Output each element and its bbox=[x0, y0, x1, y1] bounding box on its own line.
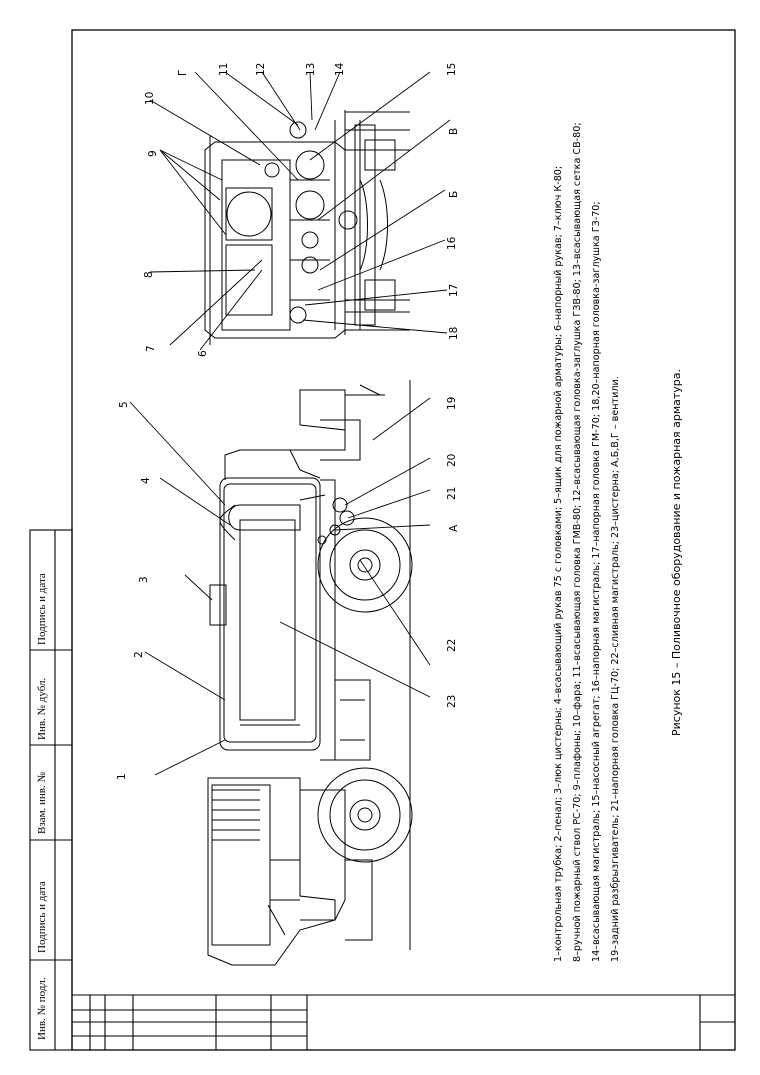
callout-21: 21 bbox=[446, 486, 458, 500]
callout-11: 11 bbox=[218, 62, 230, 76]
callout-14: 14 bbox=[334, 62, 346, 76]
stamp-label-podpis-1: Подпись и дата bbox=[36, 881, 48, 953]
figure-caption: Рисунок 15 – Поливочное оборудование и п… bbox=[670, 368, 683, 736]
callout-5: 5 bbox=[118, 401, 130, 408]
callout-19: 19 bbox=[446, 396, 458, 410]
callout-8: 8 bbox=[143, 271, 155, 278]
callout-23: 23 bbox=[446, 694, 458, 708]
callout-6: 6 bbox=[197, 350, 209, 357]
callout-18: 18 bbox=[448, 326, 460, 340]
stamp-column bbox=[29, 529, 73, 1051]
callout-17: 17 bbox=[448, 283, 460, 297]
callout-4: 4 bbox=[140, 477, 152, 484]
callout-20: 20 bbox=[446, 453, 458, 467]
title-block bbox=[72, 994, 735, 1050]
callout-3: 3 bbox=[138, 576, 150, 583]
callout-A: А bbox=[448, 524, 460, 532]
legend-line-3: 14–всасывающая магистраль; 15–насосный а… bbox=[591, 201, 602, 962]
callout-22: 22 bbox=[446, 638, 458, 652]
callout-13: 13 bbox=[305, 62, 317, 76]
legend-line-1: 1–контрольная трубка; 2–пенал; 3–люк цис… bbox=[553, 165, 564, 962]
legend-line-4: 19–задний разбрызгиватель; 21–напорная г… bbox=[610, 376, 621, 962]
callout-12: 12 bbox=[255, 62, 267, 76]
callout-G: Г bbox=[177, 69, 189, 76]
callout-1: 1 bbox=[116, 773, 128, 780]
callout-V: В bbox=[448, 127, 460, 135]
stamp-label-inv-podl: Инв. № подл. bbox=[36, 977, 48, 1040]
callout-B: Б bbox=[448, 190, 460, 198]
stamp-label-vzam-inv: Взам. инв. № bbox=[36, 772, 48, 834]
stamp-label-podpis-2: Подпись и дата bbox=[36, 573, 48, 645]
leader-lines bbox=[129, 71, 451, 776]
sheet-frame bbox=[71, 29, 736, 1051]
truck-side-view bbox=[207, 380, 413, 966]
callout-7: 7 bbox=[145, 345, 157, 352]
callout-9: 9 bbox=[147, 150, 159, 157]
legend-line-2: 8–ручной пожарный ствол РС-70; 9–плафоны… bbox=[572, 122, 583, 962]
stamp-label-inv-dubl: Инв. № дубл. bbox=[36, 677, 48, 740]
truck-rear-view bbox=[204, 110, 410, 345]
callout-10: 10 bbox=[144, 91, 156, 105]
callout-15: 15 bbox=[446, 62, 458, 76]
callout-16: 16 bbox=[446, 236, 458, 250]
callout-2: 2 bbox=[133, 651, 145, 658]
